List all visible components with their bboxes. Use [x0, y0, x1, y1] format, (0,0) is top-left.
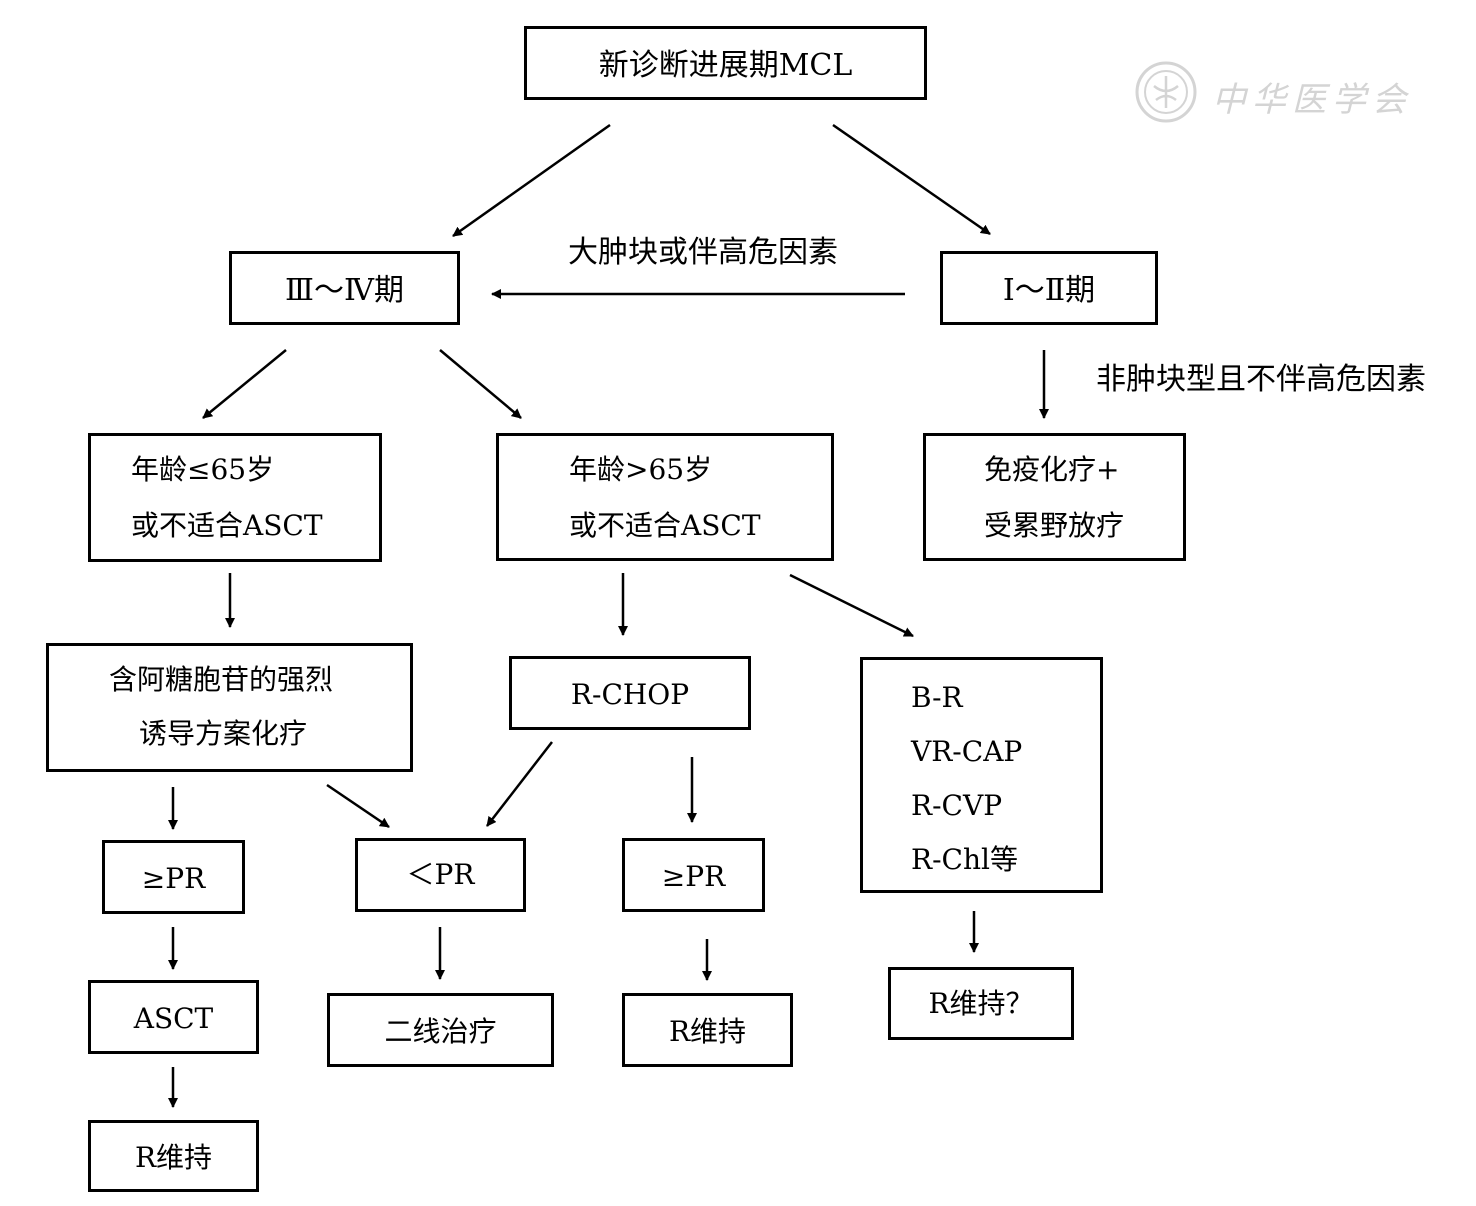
node-rchop: R-CHOP	[509, 656, 751, 730]
arrow-advanced-to-young	[202, 349, 287, 419]
node-immunochemo: 免疫化疗+ 受累野放疗	[923, 433, 1186, 561]
node-root-label: 新诊断进展期MCL	[598, 48, 853, 83]
arrow-advanced-to-old	[439, 349, 522, 419]
arrow-rchop-to-pr-poor	[486, 741, 553, 827]
node-immunochemo-line2: 受累野放疗	[984, 509, 1125, 542]
alt-regimen-3: R-CVP	[911, 789, 1003, 822]
node-rchop-label: R-CHOP	[570, 678, 690, 711]
node-age-old: 年龄>65岁 或不适合ASCT	[496, 433, 834, 561]
edge-label-bulky: 大肿块或伴高危因素	[568, 235, 838, 270]
arrow-intensive-to-pr-poor	[326, 783, 390, 829]
node-age-old-line1: 年龄>65岁	[569, 453, 713, 486]
node-r-maint-mid-label: R维持	[668, 1015, 747, 1048]
watermark-text: 中华医学会	[1212, 80, 1412, 120]
node-asct-label: ASCT	[133, 1002, 214, 1035]
node-pr-good-mid: ≥PR	[622, 838, 765, 912]
node-second-line: 二线治疗	[327, 993, 554, 1067]
node-immunochemo-line1: 免疫化疗+	[984, 453, 1120, 486]
node-intensive-line1: 含阿糖胞苷的强烈	[109, 663, 334, 696]
node-r-maint-question-label: R维持？	[928, 987, 1034, 1020]
node-pr-poor: ＜PR	[355, 838, 526, 912]
node-pr-good-left: ≥PR	[102, 840, 245, 914]
node-intensive-line2: 诱导方案化疗	[139, 717, 308, 750]
alt-regimen-1: B-R	[911, 681, 963, 714]
node-stage-early: Ⅰ～Ⅱ期	[940, 251, 1158, 325]
seal-emblem-icon	[1135, 61, 1197, 123]
node-age-old-line2: 或不适合ASCT	[569, 509, 761, 542]
node-alt-regimens: B-R VR-CAP R-CVP R-Chl等	[860, 657, 1103, 893]
node-age-young: 年龄≤65岁 或不适合ASCT	[88, 433, 382, 562]
node-r-maint-question: R维持？	[888, 967, 1074, 1040]
node-pr-good-left-label: ≥PR	[141, 862, 206, 895]
alt-regimen-4: R-Chl等	[911, 843, 1018, 876]
node-asct: ASCT	[88, 980, 259, 1054]
node-r-maint-mid: R维持	[622, 993, 793, 1067]
node-age-young-line1: 年龄≤65岁	[131, 453, 275, 486]
node-stage-advanced-label: Ⅲ～Ⅳ期	[285, 273, 404, 308]
node-stage-advanced: Ⅲ～Ⅳ期	[229, 251, 460, 325]
node-second-line-label: 二线治疗	[384, 1015, 497, 1048]
node-intensive-induction: 含阿糖胞苷的强烈 诱导方案化疗	[46, 643, 413, 772]
alt-regimen-2: VR-CAP	[911, 735, 1023, 768]
node-root: 新诊断进展期MCL	[524, 26, 927, 100]
node-pr-poor-label: ＜PR	[406, 858, 475, 891]
arrow-old-to-alt	[789, 573, 914, 638]
node-r-maint-bottom: R维持	[88, 1120, 259, 1192]
node-stage-early-label: Ⅰ～Ⅱ期	[1002, 273, 1096, 308]
node-pr-good-mid-label: ≥PR	[661, 860, 726, 893]
arrow-root-to-advanced	[452, 123, 611, 238]
node-age-young-line2: 或不适合ASCT	[131, 509, 323, 542]
watermark: 中华医学会	[1134, 58, 1424, 128]
arrow-root-to-early	[832, 123, 991, 236]
node-r-maint-bottom-label: R维持	[134, 1141, 213, 1174]
edge-label-non-bulky: 非肿块型且不伴高危因素	[1096, 362, 1426, 397]
